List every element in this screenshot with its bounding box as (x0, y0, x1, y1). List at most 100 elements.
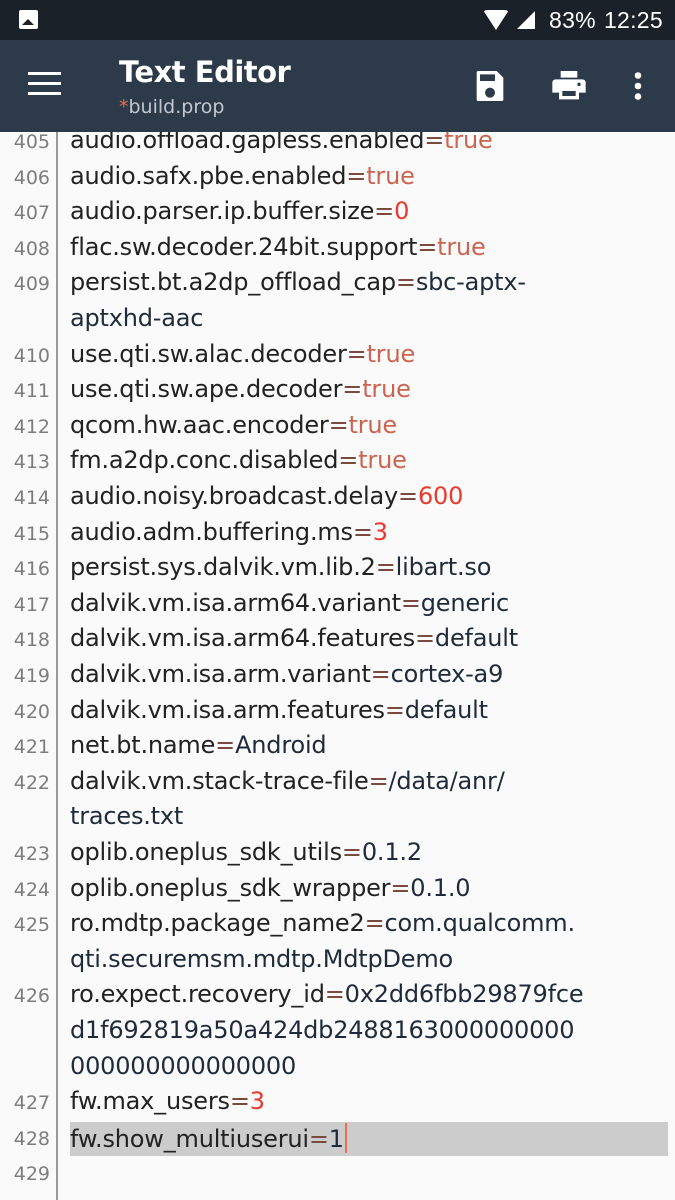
code-text: traces.txt (70, 802, 667, 830)
file-name-text: build.prop (128, 96, 225, 118)
gutter-divider (56, 132, 58, 1200)
app-bar: Text Editor *build.prop (0, 40, 675, 132)
property-value: 1 (328, 1124, 344, 1153)
property-key: use.qti.sw.ape.decoder (70, 375, 343, 404)
property-value: com.qualcomm. (384, 909, 576, 938)
code-text: dalvik.vm.isa.arm.variant=cortex-a9 (70, 660, 667, 688)
property-key: dalvik.vm.isa.arm64.variant (70, 588, 401, 617)
app-title: Text Editor (119, 55, 291, 89)
property-key: use.qti.sw.alac.decoder (70, 339, 347, 368)
line-number: 429 (13, 1163, 50, 1186)
property-value: d1f692819a50a424db2488163000000000 (70, 1015, 575, 1044)
equals-sign: = (400, 588, 421, 617)
equals-sign: = (328, 410, 349, 439)
code-line[interactable]: 429 (0, 1156, 675, 1192)
current-line-highlight (70, 1121, 668, 1156)
equals-sign: = (390, 873, 411, 902)
text-editor-area[interactable]: 405 audio.offload.gapless.enabled=true 406… (0, 132, 675, 1200)
property-key: dalvik.vm.isa.arm.variant (70, 660, 371, 688)
code-line[interactable]: 405 audio.offload.gapless.enabled=true (0, 132, 675, 160)
property-value: true (444, 132, 493, 154)
line-number: 407 (13, 202, 50, 225)
equals-sign: = (395, 268, 416, 297)
more-options-button[interactable] (620, 66, 656, 106)
code-text: aptxhd-aac (70, 304, 667, 332)
print-icon (552, 71, 586, 100)
line-number: 425 (13, 914, 50, 937)
line-number: 414 (13, 487, 50, 509)
property-value: 3 (249, 1087, 265, 1116)
code-text: audio.adm.buffering.ms=3 (70, 518, 667, 546)
menu-button[interactable] (28, 72, 62, 98)
code-text: dalvik.vm.isa.arm64.features=default (70, 624, 667, 652)
more-vert-icon (634, 72, 642, 100)
line-number: 418 (13, 629, 50, 652)
code-text: ro.mdtp.package_name2=com.qualcomm. (70, 909, 667, 937)
code-text: audio.noisy.broadcast.delay=600 (70, 482, 667, 510)
code-text: persist.bt.a2dp_offload_cap=sbc-aptx- (70, 268, 667, 296)
property-value: true (366, 161, 415, 190)
equals-sign: = (417, 232, 438, 261)
code-text: 000000000000000 (70, 1052, 667, 1080)
line-number: 417 (13, 593, 50, 616)
line-number: 426 (13, 985, 50, 1008)
equals-sign: = (384, 695, 405, 724)
property-key: dalvik.vm.isa.arm.features (70, 695, 385, 724)
code-text: use.qti.sw.ape.decoder=true (70, 375, 667, 403)
line-number: 409 (13, 273, 50, 296)
code-line[interactable]: 414 audio.noisy.broadcast.delay=600 (0, 480, 675, 516)
equals-sign: = (414, 624, 435, 653)
property-value: 000000000000000 (70, 1051, 297, 1080)
property-value: default (404, 695, 488, 724)
equals-sign: = (341, 838, 362, 866)
line-number: 427 (13, 1092, 50, 1115)
code-text: fw.max_users=3 (70, 1087, 667, 1115)
property-value: sbc-aptx- (415, 268, 526, 297)
modified-marker: * (119, 96, 129, 118)
line-number: 405 (13, 132, 50, 153)
code-line[interactable]: 427 fw.max_users=3 (0, 1085, 675, 1121)
property-key: fw.show_multiuserui (70, 1124, 309, 1153)
equals-sign: = (215, 731, 236, 760)
code-text: qti.securemsm.mdtp.MdtpDemo (70, 945, 667, 973)
line-number: 423 (13, 843, 50, 865)
equals-sign: = (342, 375, 363, 404)
equals-sign: = (398, 482, 418, 510)
code-line[interactable]: 409 persist.bt.a2dp_offload_cap=sbc-aptx-… (0, 266, 675, 337)
clock: 12:25 (603, 6, 663, 33)
file-name: *build.prop (119, 96, 224, 118)
equals-sign: = (229, 1087, 250, 1116)
line-number: 420 (13, 700, 50, 723)
property-value: true (366, 339, 416, 368)
menu-icon (28, 72, 61, 75)
equals-sign: = (346, 339, 367, 368)
save-button[interactable] (470, 66, 510, 106)
property-value: traces.txt (70, 802, 184, 831)
code-line[interactable]: 420 dalvik.vm.isa.arm.features=default (0, 694, 675, 730)
print-button[interactable] (549, 66, 589, 106)
property-key: persist.sys.dalvik.vm.lib.2 (70, 553, 376, 582)
code-text: audio.offload.gapless.enabled=true (70, 132, 667, 154)
equals-sign: = (364, 909, 385, 938)
code-text: oplib.oneplus_sdk_wrapper=0.1.0 (70, 874, 667, 902)
code-line[interactable]: 418 dalvik.vm.isa.arm64.features=default (0, 622, 675, 658)
equals-sign: = (324, 980, 345, 1009)
code-line[interactable]: 425 ro.mdtp.package_name2=com.qualcomm.qt… (0, 907, 675, 978)
